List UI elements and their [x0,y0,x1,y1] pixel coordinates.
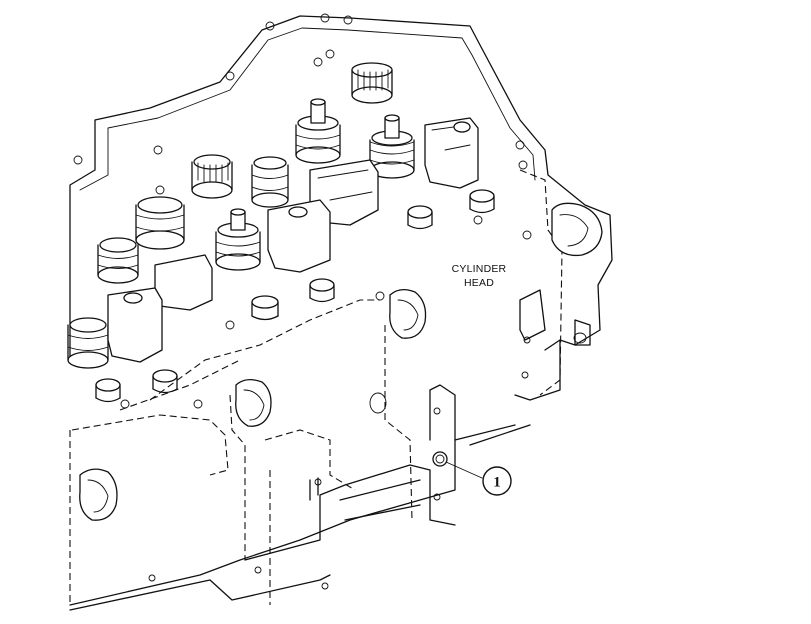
valve-spring-assemblies [67,62,415,369]
valve-spring-rear-middle [295,98,341,164]
callout-bubble-1: 1 [482,466,512,496]
valve-spring-rear-right [369,114,415,179]
engine-block-lower [69,289,591,611]
cylinder-head-label: CYLINDER HEAD [440,260,520,290]
port-middle-left [235,378,272,427]
valve-spring-middle-left [135,196,185,250]
callout-number-1: 1 [493,475,501,491]
bolt-3 [309,278,335,303]
head-bolt-holes [73,13,532,409]
fuel-injector-middle [191,154,233,199]
port-upper-right [551,202,603,257]
manifold-ports [79,202,603,521]
bolt-4 [251,295,279,321]
plug-item-1 [432,451,448,467]
port-center [389,288,427,339]
valve-spring-far-left [67,317,109,369]
bolt-1 [407,205,433,230]
valve-spring-middle-right [215,208,261,271]
bolt-5 [152,369,178,394]
rocker-arm-brackets [107,117,479,363]
port-lower-left [79,468,118,521]
bolt-2 [469,189,495,214]
valve-spring-center [251,156,289,208]
callout-leader-line [445,461,483,479]
head-bolts [95,189,495,403]
fuel-injector-rear [351,62,393,104]
bolt-6 [95,378,121,403]
label-line-cylinder: CYLINDER [452,263,507,275]
label-line-head: HEAD [464,277,494,289]
valve-spring-front-left [97,237,139,284]
cylinder-head-body [69,15,613,605]
